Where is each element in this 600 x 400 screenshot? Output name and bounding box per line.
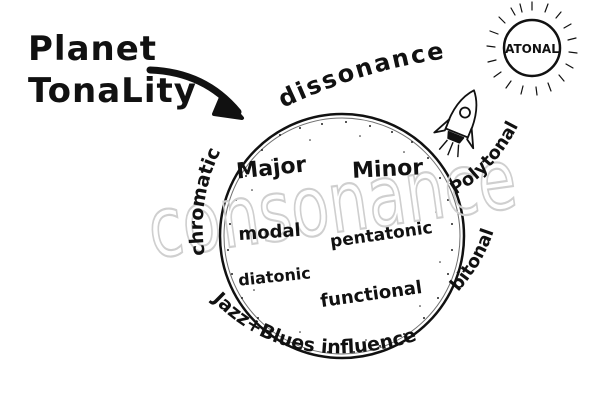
sun-label: ATONAL xyxy=(505,42,559,56)
rocket-icon xyxy=(433,89,478,158)
arrow-icon xyxy=(146,66,244,120)
sun-rays xyxy=(486,1,578,96)
label-modal: modal xyxy=(238,220,302,245)
orbit-label-dissonance: dissonance xyxy=(274,36,447,113)
sun-icon: ATONAL xyxy=(486,1,578,96)
planet-texture xyxy=(227,121,453,353)
title-line2: TonaLity xyxy=(28,71,197,111)
label-minor: Minor xyxy=(352,155,424,184)
planet-outline xyxy=(218,112,466,360)
title-line1: Planet xyxy=(28,29,157,69)
title-block: Planet TonaLity xyxy=(28,29,197,111)
planet: consonance Major Minor modal pentatonic … xyxy=(141,112,523,360)
